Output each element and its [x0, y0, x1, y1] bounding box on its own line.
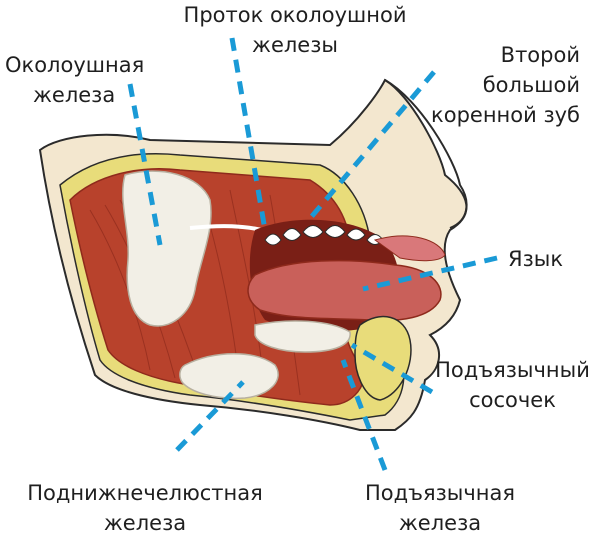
- label-sublingual-gland-line2: железа: [398, 511, 482, 535]
- label-second-molar: Второй большой коренной зуб: [400, 40, 580, 130]
- label-second-molar-line3: коренной зуб: [431, 103, 580, 127]
- label-parotid-gland-line1: Околоушная: [5, 53, 145, 77]
- label-parotid-duct: Проток околоушной железы: [170, 0, 420, 60]
- lips: [373, 235, 446, 262]
- nose: [384, 79, 468, 229]
- label-parotid-duct-line2: железы: [252, 33, 338, 57]
- pointer-sublingual-gland: [340, 359, 388, 471]
- label-sublingual-gland-line1: Подъязычная: [364, 481, 515, 505]
- label-sublingual-papilla-line2: сосочек: [469, 388, 556, 412]
- label-parotid-gland-line2: железа: [33, 83, 116, 107]
- label-sublingual-papilla-line1: Подъязычный: [435, 358, 590, 382]
- upper-teeth: [264, 225, 384, 246]
- pointer-sublingual-papilla: [350, 342, 434, 395]
- label-tongue: Язык: [508, 244, 563, 274]
- pointer-second-molar: [305, 70, 436, 224]
- pointer-tongue: [362, 255, 498, 292]
- label-submandibular-gland-line2: железа: [103, 511, 187, 535]
- pointer-parotid-gland: [127, 83, 163, 246]
- sublingual-gland-shape: [254, 320, 351, 353]
- pointer-lines: [127, 37, 498, 471]
- label-second-molar-line2: большой: [482, 73, 580, 97]
- label-parotid-duct-line1: Проток околоушной: [183, 3, 407, 27]
- label-second-molar-line1: Второй: [500, 43, 580, 67]
- tongue-shape: [247, 259, 442, 322]
- label-sublingual-papilla: Подъязычный сосочек: [430, 355, 595, 415]
- label-parotid-gland: Околоушная железа: [5, 50, 144, 110]
- pointer-parotid-duct: [229, 37, 268, 231]
- label-tongue-line1: Язык: [508, 247, 564, 271]
- pointer-submandibular-gland: [175, 380, 245, 452]
- label-submandibular-gland: Поднижнечелюстная железа: [5, 478, 285, 538]
- submandibular-gland-shape: [179, 353, 279, 400]
- label-submandibular-gland-line1: Поднижнечелюстная: [27, 481, 263, 505]
- label-sublingual-gland: Подъязычная железа: [340, 478, 540, 538]
- parotid-gland-shape: [122, 170, 212, 327]
